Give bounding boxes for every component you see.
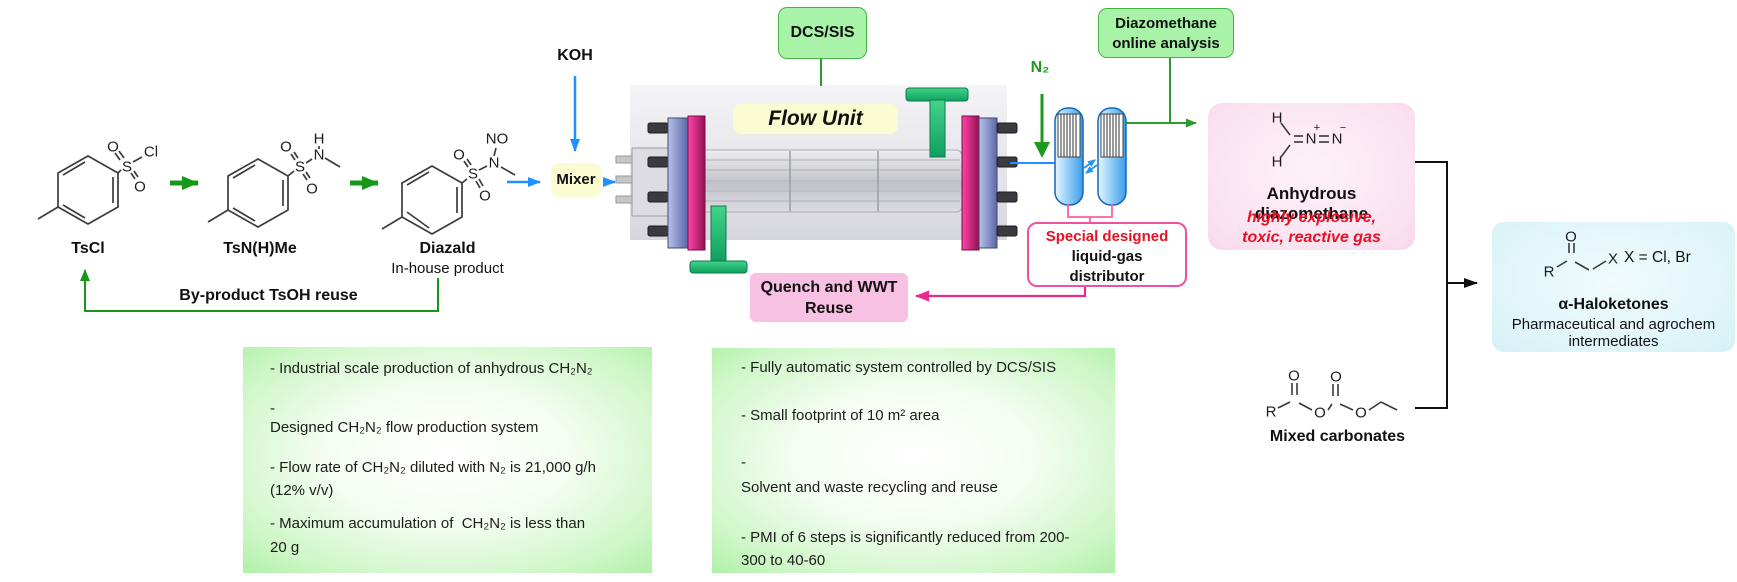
- distributor-label-line1: Special designed: [1045, 228, 1169, 245]
- atom-label: N: [489, 155, 500, 172]
- nitrogen-feed-arrow: [1034, 94, 1050, 158]
- label-n2: N₂: [1030, 59, 1050, 76]
- haloketones-panel: X = Cl, Br α-Haloketones Pharmaceutical …: [1492, 222, 1735, 352]
- analysis-label-line1: Diazomethane: [1115, 15, 1217, 32]
- analysis-link-line: [1126, 58, 1197, 128]
- atom-label: O: [306, 181, 318, 198]
- exchange-arrows-icon: [1083, 159, 1098, 174]
- atom-label: O: [1330, 369, 1342, 386]
- haloketones-desc-line1: Pharmaceutical and agrochem: [1511, 316, 1716, 333]
- bullet-line: - Industrial scale production of anhydro…: [270, 360, 593, 377]
- diazomethane-structure: H H N N + −: [1272, 110, 1347, 171]
- bullet-line: -: [270, 400, 275, 417]
- bullet-line: -: [741, 454, 746, 471]
- distributor-columns: [1054, 107, 1127, 206]
- atom-label: X: [1608, 251, 1618, 268]
- diazomethane-hazard-line1: highly explosive,: [1247, 209, 1376, 226]
- flow-unit-graphic: [615, 85, 1018, 274]
- bullet-line: - Fully automatic system controlled by D…: [741, 359, 1057, 376]
- haloketone-x-note: X = Cl, Br: [1624, 249, 1691, 266]
- diazomethane-name: Anhydrous diazomethane: [1254, 184, 1369, 223]
- label-mixed-carbonates: Mixed carbonates: [1269, 428, 1406, 445]
- atom-label: Cl: [144, 144, 158, 161]
- bullet-line: Designed CH₂N₂ flow production system: [270, 419, 539, 436]
- bullet-line: 300 to 40-60: [741, 552, 826, 569]
- analysis-label-line2: online analysis: [1112, 35, 1220, 52]
- dcs-sis-box: DCS/SIS: [778, 7, 867, 59]
- haloketone-structure: R O X: [1544, 229, 1618, 281]
- atom-label: R: [1544, 264, 1555, 281]
- bullet-line: Solvent and waste recycling and reuse: [741, 479, 998, 496]
- atom-label: H: [314, 131, 325, 148]
- quench-wwt-box: Quench and WWT Reuse: [750, 273, 908, 322]
- quench-label-line1: Quench and WWT: [760, 279, 898, 296]
- atom-label: O: [453, 147, 465, 164]
- atom-label: S: [468, 166, 478, 183]
- support-stands: [689, 87, 969, 274]
- tsnhme-structure: O S N H O: [207, 131, 341, 228]
- atom-label: O: [280, 139, 292, 156]
- bullet-line: (12% v/v): [270, 482, 334, 499]
- atom-label: R: [1266, 404, 1277, 421]
- collection-bracket: [1415, 161, 1478, 409]
- quench-recycle-arrow: [915, 287, 1087, 302]
- mixer-box: Mixer: [551, 163, 601, 197]
- bullet-line: - Flow rate of CH₂N₂ diluted with N₂ is …: [270, 459, 596, 476]
- atom-label: S: [122, 159, 132, 176]
- quench-label-line2: Reuse: [804, 300, 854, 317]
- atom-label: S: [295, 159, 305, 176]
- carbonate-structure: R O O O O: [1266, 368, 1398, 422]
- charge-label: −: [1340, 122, 1346, 134]
- distributor-label-line2: liquid-gas: [1071, 248, 1143, 265]
- distributor-box: Special designed liquid-gas distributor: [1027, 222, 1187, 287]
- bullet-line: - Small footprint of 10 m² area: [741, 407, 940, 424]
- label-tscl: TsCl: [71, 240, 105, 257]
- distributor-label-line3: distributor: [1069, 268, 1145, 285]
- diazomethane-product-panel: Anhydrous diazomethane highly explosive,…: [1208, 103, 1415, 250]
- byproduct-recycle-path: [80, 269, 439, 312]
- highlights-left-panel: - Industrial scale production of anhydro…: [243, 347, 652, 573]
- charge-label: +: [1314, 122, 1320, 134]
- bullet-line: 20 g: [270, 539, 300, 556]
- flow-unit-label: Flow Unit: [733, 104, 898, 134]
- atom-label: N: [1306, 131, 1317, 148]
- atom-label: O: [479, 188, 491, 205]
- label-diazald: Diazald: [419, 240, 476, 257]
- diazomethane-analysis-box: Diazomethane online analysis: [1098, 8, 1234, 58]
- label-inhouse-product: In-house product: [391, 260, 504, 277]
- haloketones-desc-line2: intermediates: [1568, 333, 1659, 350]
- left-flange: [647, 115, 706, 251]
- atom-label: N: [1332, 131, 1343, 148]
- atom-label: N: [314, 147, 325, 164]
- atom-label: O: [107, 139, 119, 156]
- label-koh: KOH: [557, 47, 593, 64]
- highlights-right-panel: - Fully automatic system controlled by D…: [712, 348, 1115, 573]
- atom-label: O: [1355, 405, 1367, 422]
- diazald-structure: O S N NO O: [381, 131, 516, 235]
- atom-label: O: [134, 179, 146, 196]
- bullet-line: - Maximum accumulation of CH₂N₂ is less …: [270, 515, 586, 532]
- tscl-structure: O S Cl O: [37, 139, 158, 225]
- atom-label: O: [1565, 229, 1577, 246]
- right-flange: [961, 115, 1018, 251]
- bullet-line: - PMI of 6 steps is significantly reduce…: [741, 529, 1070, 546]
- label-byproduct-reuse: By-product TsOH reuse: [179, 287, 358, 304]
- haloketones-name: α-Haloketones: [1558, 296, 1669, 313]
- atom-label: O: [1288, 368, 1300, 385]
- diazomethane-hazard-line2: toxic, reactive gas: [1242, 229, 1381, 246]
- atom-label: O: [1314, 405, 1326, 422]
- atom-label: H: [1272, 154, 1283, 171]
- atom-label: H: [1272, 110, 1283, 127]
- label-tsnhme: TsN(H)Me: [223, 240, 297, 257]
- distributor-connector-line: [1067, 204, 1113, 222]
- atom-label: NO: [486, 131, 509, 148]
